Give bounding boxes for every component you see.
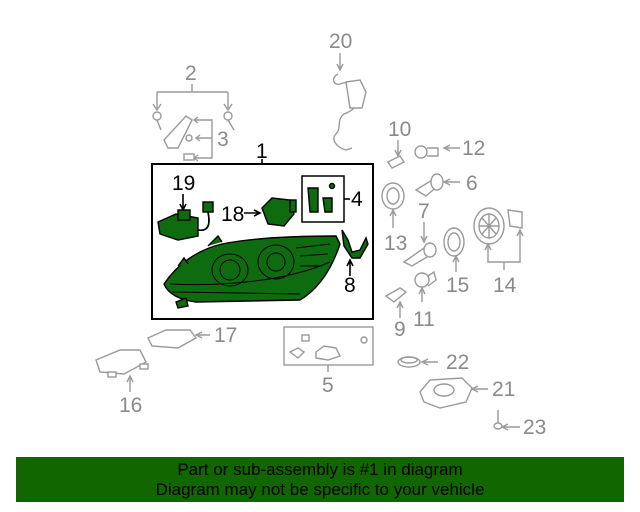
banner-line-1: Part or sub-assembly is #1 in diagram [177,460,463,479]
motor-housing-icon [419,377,473,409]
gasket-icon [443,227,465,257]
banner-line-2: Diagram may not be specific to your vehi… [155,480,485,499]
bulb-socket-icon [414,145,428,159]
callout-7[interactable]: 7 [402,200,437,267]
callout-15[interactable]: 15 [443,227,469,297]
callout-4[interactable]: 4 [301,175,363,223]
callout-label-21: 21 [492,378,515,401]
callout-label-12: 12 [462,137,485,160]
callout-2[interactable]: 2 [152,62,235,131]
headlight-assembly[interactable] [163,234,341,309]
callout-label-15: 15 [446,274,469,297]
callout-label-6: 6 [466,172,478,195]
info-banner: Part or sub-assembly is #1 in diagram Di… [16,457,624,502]
clip-5-icon [301,334,310,342]
callout-label-5: 5 [322,374,334,397]
callout-22[interactable]: 22 [397,351,469,374]
callout-label-8: 8 [344,274,356,297]
callout-1[interactable]: 1 19 18 4 [151,140,374,320]
actuator-icon [261,197,295,227]
callout-label-9: 9 [394,318,406,341]
gasket-17-icon [147,329,198,349]
callout-label-14: 14 [493,274,517,297]
callout-label-7: 7 [418,200,430,223]
callout-11[interactable]: 11 [413,270,437,331]
callout-label-19: 19 [172,172,195,195]
callout-23[interactable]: 23 [493,410,546,439]
callout-label-17: 17 [214,324,237,347]
callout-label-20: 20 [329,30,352,53]
callout-19[interactable]: 19 [157,172,214,241]
seal-ring-icon [381,182,405,210]
callout-20[interactable]: 20 [329,30,367,151]
seal-plate-icon [507,209,523,229]
callout-label-11: 11 [413,308,435,331]
callout-label-18: 18 [221,203,244,226]
callout-10[interactable]: 10 [386,118,411,169]
callout-17[interactable]: 17 [147,324,237,349]
callout-label-13: 13 [384,232,407,255]
callout-14[interactable]: 14 [473,207,524,297]
callout-6[interactable]: 6 [414,172,478,197]
bulb-icon [386,155,406,169]
callout-12[interactable]: 12 [414,137,485,160]
bolt-icon [152,111,235,131]
callout-label-23: 23 [523,416,546,439]
callout-label-4: 4 [351,188,363,211]
callout-13[interactable]: 13 [381,182,407,255]
callout-8[interactable]: 8 [341,229,369,297]
callout-16[interactable]: 16 [95,349,149,417]
nut-icon [175,297,189,309]
callout-label-3: 3 [217,128,229,151]
callout-label-22: 22 [446,351,469,374]
callout-5[interactable]: 5 [283,326,374,397]
wire-clip-icon [341,229,369,259]
callout-label-1: 1 [256,140,268,163]
callout-18[interactable]: 18 [221,197,297,227]
callout-21[interactable]: 21 [419,377,515,409]
housing-cover-icon [95,349,147,375]
callout-9[interactable]: 9 [384,287,408,341]
bulb-9-icon [384,287,408,303]
bracket-clip-icon [307,187,319,213]
callout-label-16: 16 [119,394,142,417]
callout-label-10: 10 [388,118,411,141]
callout-3[interactable]: 3 [163,115,229,162]
socket-11-icon [414,272,430,288]
callout-label-2: 2 [185,62,197,85]
clip-icon [183,153,195,161]
bracket-icon [163,115,193,149]
wire-harness-icon [332,73,359,151]
